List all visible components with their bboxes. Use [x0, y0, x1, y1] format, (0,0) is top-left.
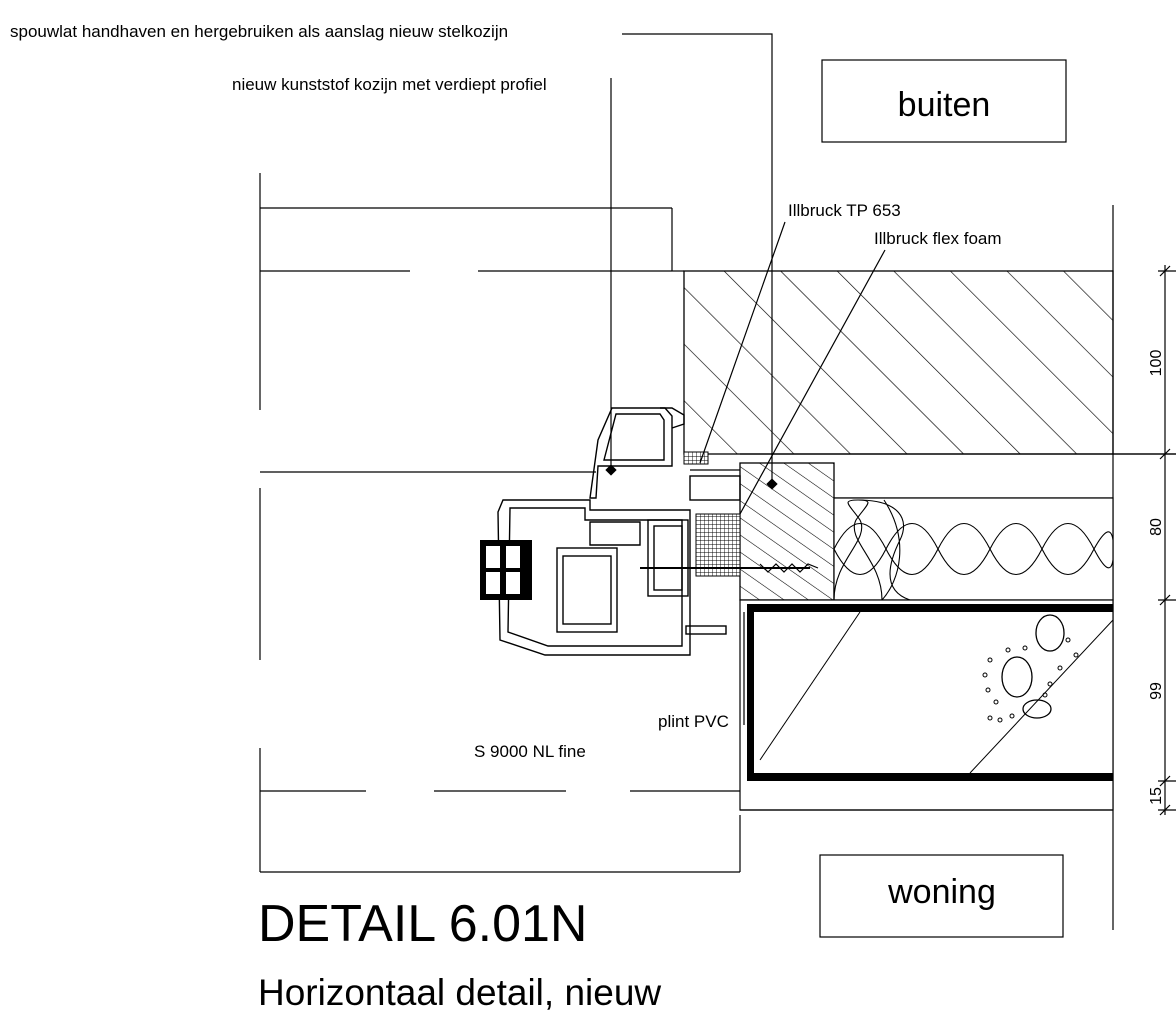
anchor-screw: [640, 563, 819, 573]
dimension-inner-leaf: 99: [1148, 682, 1165, 700]
leader-marker: [766, 478, 778, 490]
inner-leaf: [739, 599, 1114, 811]
label-kozijn: nieuw kunststof kozijn met verdiept prof…: [232, 75, 547, 94]
dimension-outer-leaf: 100: [1148, 350, 1165, 377]
dimension-insulation: 80: [1148, 518, 1165, 536]
reference-lines: [259, 173, 741, 873]
zone-inside-label: woning: [887, 873, 996, 911]
glazing-bead: [480, 451, 741, 600]
outer-leaf: [672, 270, 1114, 455]
label-flexfoam: Illbruck flex foam: [874, 229, 1002, 248]
detail-subtitle: Horizontaal detail, nieuw: [258, 972, 661, 1011]
label-spouwlat: spouwlat handhaven en hergebruiken als a…: [10, 22, 508, 41]
zone-outside: buiten: [821, 59, 1067, 143]
dimension-chain: [1113, 265, 1176, 816]
leader-lines: [610, 33, 886, 725]
label-profile: S 9000 NL fine: [474, 742, 586, 761]
detail-title: DETAIL 6.01N: [258, 895, 587, 953]
label-plint: plint PVC: [658, 712, 729, 731]
insulation: [833, 497, 1114, 601]
dimension-plaster: 15: [1148, 787, 1165, 805]
zone-outside-label: buiten: [898, 86, 991, 124]
zone-inside: woning: [819, 854, 1064, 938]
leader-marker: [605, 464, 617, 476]
label-tp653: Illbruck TP 653: [788, 201, 901, 220]
